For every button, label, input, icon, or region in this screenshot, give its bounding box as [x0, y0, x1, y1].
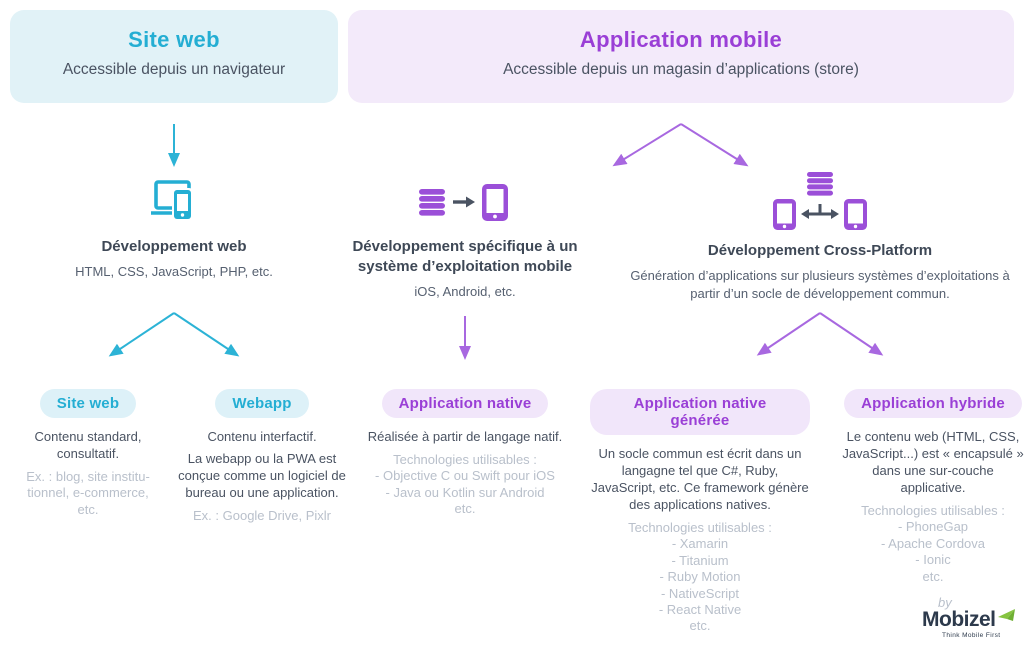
- arrow-cross-left: [756, 312, 821, 356]
- application-mobile-title: Application mobile: [579, 27, 783, 52]
- webapp-pill: Webapp: [215, 389, 309, 418]
- leaf-site-web: Site web Contenu standard, consultatif. …: [13, 389, 163, 518]
- branch-subtitle: iOS, Android, etc.: [414, 284, 516, 299]
- site-web-subtitle: Accessible depuis un navigateur: [62, 61, 286, 78]
- leaf-examples: Ex. : blog, site institu-tionnel, e-comm…: [26, 469, 150, 517]
- database-to-phone-icon: [345, 182, 585, 222]
- root-box-application-mobile: Application mobile Accessible depuis un …: [348, 10, 1014, 103]
- branch-title: Développement Cross-Platform: [707, 242, 933, 259]
- leaf-technologies: Technologies utilisables :- Xamarin- Tit…: [628, 520, 772, 634]
- leaf-description: Réalisée à partir de langage natif.: [367, 429, 563, 444]
- leaf-application-native: Application native Réalisée à partir de …: [360, 389, 570, 518]
- leaf-description: Un socle commun est écrit dans un langag…: [591, 446, 809, 512]
- bird-icon: [997, 609, 1015, 621]
- arrow-mobile-left: [612, 123, 682, 167]
- mobizel-logo: by Mobizel Think Mobile First: [922, 596, 1018, 639]
- arrow-cross-right: [819, 312, 884, 356]
- leaf-application-native-generee: Application native générée Un socle comm…: [590, 389, 810, 635]
- leaf-technologies: Technologies utilisables :- PhoneGap- Ap…: [861, 503, 1005, 584]
- application-mobile-subtitle: Accessible depuis un magasin d’applicati…: [503, 61, 859, 78]
- leaf-technologies: Technologies utilisables :- Objective C …: [375, 452, 555, 517]
- site-web-pill: Site web: [39, 389, 137, 418]
- arrow-devweb-left: [108, 312, 175, 357]
- branch-developpement-web: Développement web HTML, CSS, JavaScript,…: [54, 180, 294, 281]
- branch-title: Développement web: [101, 238, 247, 255]
- logo-wordmark: Mobizel: [922, 608, 996, 631]
- application-native-generee-pill: Application native générée: [590, 389, 810, 435]
- branch-subtitle: Génération d’applications sur plusieurs …: [630, 268, 1010, 301]
- branch-developpement-specifique: Développement spécifique à un système d’…: [345, 182, 585, 301]
- site-web-title: Site web: [128, 27, 220, 52]
- branch-cross-platform: Développement Cross-Platform Génération …: [615, 172, 1024, 302]
- logo-by-text: by: [938, 595, 952, 610]
- leaf-description: Contenu standard, consultatif.: [34, 429, 142, 461]
- root-box-site-web: Site web Accessible depuis un navigateur: [10, 10, 338, 103]
- leaf-description: Le contenu web (HTML, CSS, JavaScript...…: [842, 429, 1024, 495]
- arrow-mobile-right: [680, 123, 749, 167]
- leaf-examples: Ex. : Google Drive, Pixlr: [193, 508, 331, 523]
- leaf-webapp: Webapp Contenu interfactif.La webapp ou …: [175, 389, 349, 524]
- logo-tagline: Think Mobile First: [942, 632, 1001, 639]
- leaf-application-hybride: Application hybride Le contenu web (HTML…: [840, 389, 1024, 585]
- database-two-phones-sync-icon: [615, 172, 1024, 230]
- application-hybride-pill: Application hybride: [844, 389, 1022, 418]
- branch-subtitle: HTML, CSS, JavaScript, PHP, etc.: [75, 264, 273, 279]
- responsive-devices-icon: [54, 180, 294, 222]
- application-native-pill: Application native: [381, 389, 549, 418]
- branch-title: Développement spécifique à un système d’…: [352, 238, 578, 275]
- arrow-devweb-right: [173, 312, 240, 357]
- leaf-description: Contenu interfactif.La webapp ou la PWA …: [178, 429, 346, 500]
